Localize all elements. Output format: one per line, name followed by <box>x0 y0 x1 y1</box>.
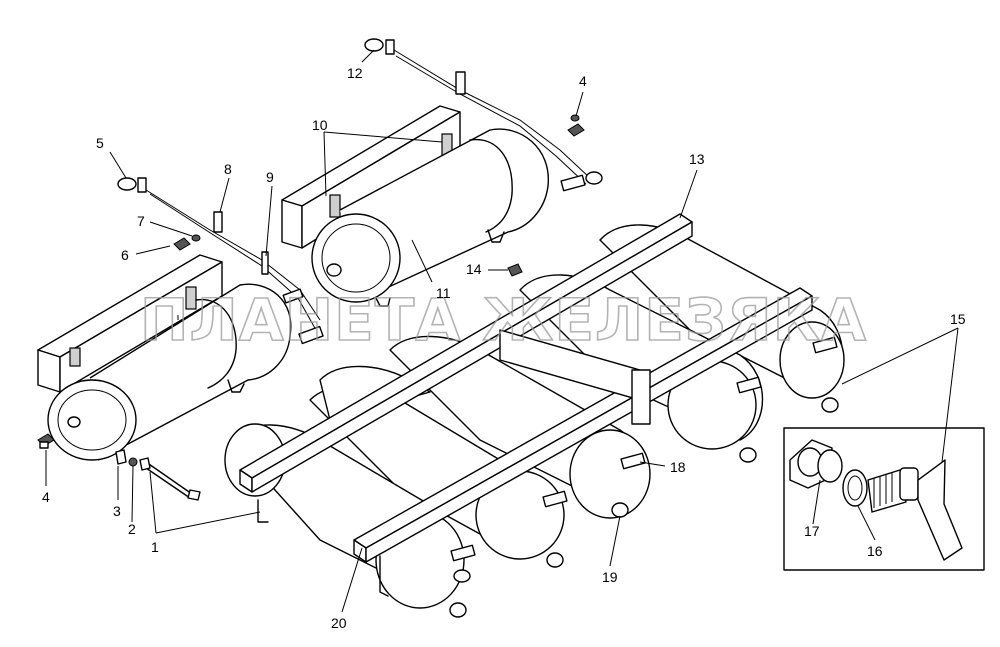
drain-valve-inset <box>783 427 985 571</box>
watermark-text: ПЛАНЕТА ЖЕЛЕЗЯКА <box>140 286 867 354</box>
left-receiver-assembly <box>37 254 292 461</box>
callout-labels: 1 2 3 4 4 5 6 7 8 9 10 11 12 13 14 15 16… <box>42 65 966 631</box>
callout-6: 6 <box>121 247 129 263</box>
callout-10: 10 <box>312 117 328 133</box>
callout-8: 8 <box>224 161 232 177</box>
callout-9: 9 <box>266 169 274 185</box>
left-air-lines <box>117 177 324 345</box>
leader-lines <box>45 49 959 613</box>
callout-3: 3 <box>113 503 121 519</box>
callout-17: 17 <box>804 523 820 539</box>
fitting-14 <box>507 263 523 277</box>
callout-18: 18 <box>670 459 686 475</box>
callout-1: 1 <box>151 539 159 555</box>
callout-2: 2 <box>128 521 136 537</box>
callout-19: 19 <box>602 569 618 585</box>
callout-16: 16 <box>867 543 883 559</box>
middle-receiver-assembly <box>281 105 549 307</box>
callout-13: 13 <box>689 151 705 167</box>
callout-20: 20 <box>331 615 347 631</box>
lower-receiver-frame <box>224 213 845 618</box>
callout-15: 15 <box>950 311 966 327</box>
callout-4-left: 4 <box>42 489 50 505</box>
callout-4-top: 4 <box>579 73 587 89</box>
callout-5: 5 <box>96 135 104 151</box>
callout-12: 12 <box>347 65 363 81</box>
upper-air-lines <box>364 38 603 192</box>
left-fasteners <box>37 433 201 501</box>
callout-7: 7 <box>137 213 145 229</box>
callout-11: 11 <box>436 285 451 301</box>
callout-14: 14 <box>466 261 482 277</box>
